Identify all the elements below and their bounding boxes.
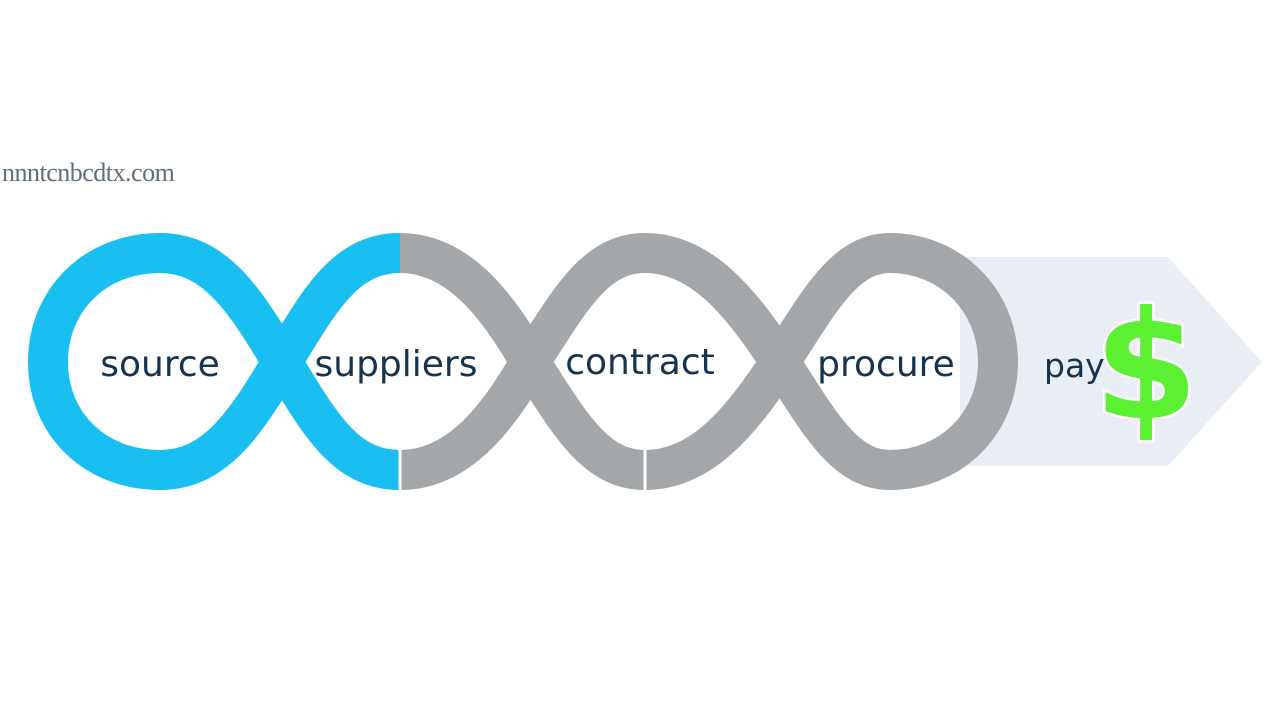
contract-loop xyxy=(513,232,804,491)
stage-label-suppliers: suppliers xyxy=(315,344,478,385)
stage-label-source: source xyxy=(100,344,220,385)
dollar-sign-icon: $ xyxy=(1094,280,1198,454)
watermark-url: nnntcnbcdtx.com xyxy=(2,158,175,187)
active-loop xyxy=(27,232,402,491)
pay-label: pay xyxy=(1044,346,1105,385)
pay-chevron-arrow xyxy=(960,257,1262,466)
stage-label-procure: procure xyxy=(817,344,955,385)
source-connector xyxy=(264,233,402,373)
source-loop xyxy=(27,232,300,491)
procure-loop xyxy=(763,232,1019,491)
segment-dividers xyxy=(398,448,647,492)
source-connector-lower xyxy=(264,351,402,490)
stage-label-contract: contract xyxy=(565,342,715,383)
